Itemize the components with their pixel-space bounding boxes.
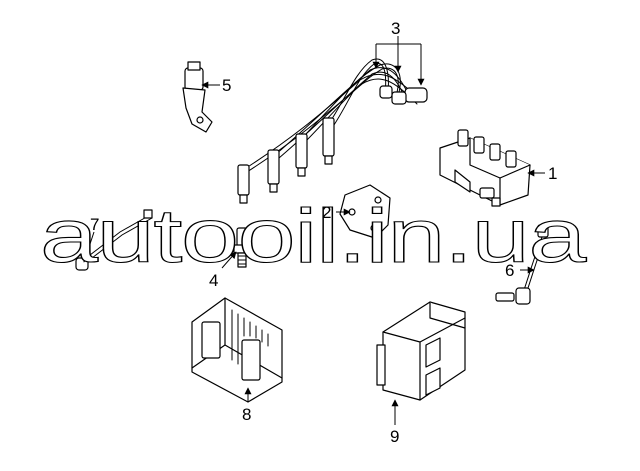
ecm-drawing <box>191 297 283 403</box>
callout-6: 6 <box>505 261 514 280</box>
right-sensor-drawing <box>495 224 549 305</box>
callout-2: 2 <box>322 203 331 222</box>
callout-labels: 3 5 1 2 7 4 6 8 9 <box>90 19 557 446</box>
leader-lines <box>82 36 545 425</box>
callout-7: 7 <box>90 215 99 234</box>
spark-plug-drawing <box>233 227 251 268</box>
callout-9: 9 <box>390 427 399 446</box>
callout-4: 4 <box>209 271 218 290</box>
ignition-coil-drawing <box>439 129 531 207</box>
callout-5: 5 <box>222 76 231 95</box>
spark-plug-wires-drawing <box>237 58 428 204</box>
control-module-drawing <box>376 301 466 401</box>
callout-1: 1 <box>548 164 557 183</box>
callout-3: 3 <box>391 19 400 38</box>
watermark-text: autooil.in.ua <box>40 194 587 279</box>
callout-8: 8 <box>242 405 251 424</box>
sensor-bracket-drawing <box>182 61 213 133</box>
